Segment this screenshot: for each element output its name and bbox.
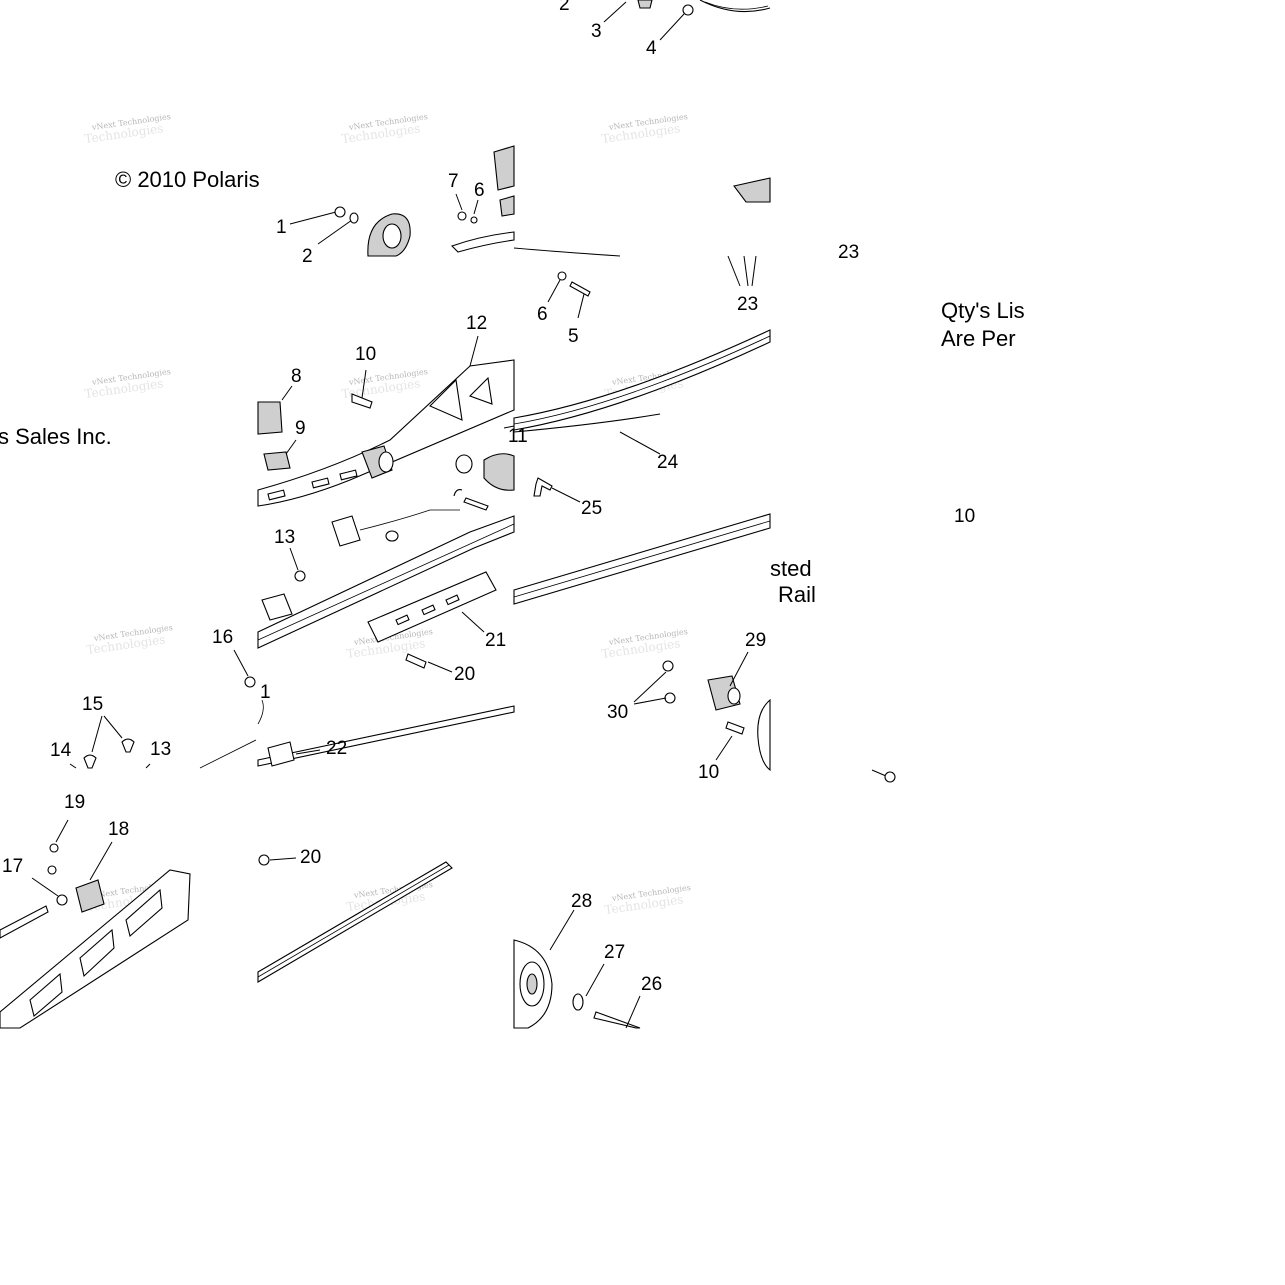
note-text: Qty's Lis	[941, 298, 1025, 323]
lower-rail-assembly	[257, 489, 515, 767]
callout-13: 13	[150, 739, 171, 760]
callout-9: 9	[295, 418, 306, 439]
note-text: Are Per	[941, 326, 1016, 351]
callout-26: 26	[641, 974, 662, 995]
copyright-text: © 2010 Polaris	[115, 167, 260, 192]
nut-part	[294, 570, 306, 582]
callout-25: 25	[581, 498, 602, 519]
axle-part	[593, 1011, 641, 1029]
callout-29: 29	[745, 630, 766, 651]
wheel-edge-part	[757, 698, 771, 772]
rear-rail-frame	[0, 819, 191, 1029]
callout-28: 28	[571, 891, 592, 912]
callout-2: 2	[559, 0, 570, 15]
note-text: sted	[770, 556, 812, 581]
nut-part	[244, 676, 256, 688]
nut-part	[49, 843, 59, 853]
callout-21: 21	[485, 630, 506, 651]
washer-part	[470, 216, 478, 224]
callout-1: 1	[276, 217, 287, 238]
callout-11: 11	[508, 426, 528, 447]
callout-18: 18	[108, 819, 129, 840]
washer-part	[572, 993, 584, 1011]
nut-part	[56, 894, 68, 906]
callout-27: 27	[604, 942, 625, 963]
callout-12: 12	[466, 313, 487, 334]
callout-4: 4	[646, 38, 657, 59]
rivet-part	[83, 754, 97, 769]
stray-fastener	[871, 769, 896, 783]
callout-22: 22	[326, 738, 347, 759]
left-lower-parts	[69, 649, 257, 769]
rivet-part	[121, 738, 135, 753]
callout-5: 5	[568, 326, 579, 347]
callout-16: 16	[212, 627, 233, 648]
callout-8: 8	[291, 366, 302, 387]
bolt-part	[725, 721, 745, 735]
callout-10: 10	[355, 344, 376, 365]
bracket-part	[331, 515, 361, 547]
bracket-part	[75, 879, 105, 913]
bushing-part	[267, 741, 295, 767]
skid-frame-top-parts	[289, 145, 515, 257]
idler-wheel-part	[483, 453, 515, 491]
nut-part	[557, 271, 567, 281]
note-text: Rail	[778, 582, 816, 607]
rail-24	[513, 255, 771, 503]
callout-23: 23	[838, 242, 859, 263]
block-part	[257, 401, 283, 435]
nut-part	[334, 206, 346, 218]
washer-part	[349, 212, 359, 224]
nut-part	[682, 4, 694, 16]
callout-1: 1	[260, 682, 271, 703]
callout-20: 20	[454, 664, 475, 685]
rail-frame-12	[257, 335, 515, 507]
copyright-text: s Sales Inc.	[0, 424, 112, 449]
callout-10: 10	[954, 506, 975, 527]
callout-2: 2	[302, 246, 313, 267]
nut-part	[457, 211, 467, 221]
top-fragment	[603, 0, 771, 41]
callout-17: 17	[2, 856, 23, 877]
nut-part	[664, 692, 676, 704]
callout-14: 14	[50, 740, 72, 761]
lower-slide-20	[257, 854, 453, 983]
callout-23: 23	[737, 294, 758, 315]
callout-24: 24	[657, 452, 679, 473]
idler-wheel-assembly	[513, 513, 771, 772]
callout-19: 19	[64, 792, 85, 813]
callout-13: 13	[274, 527, 295, 548]
bolt-part	[351, 393, 373, 409]
rail-end-top	[513, 177, 771, 257]
callout-30: 30	[607, 702, 628, 723]
nut-part	[884, 771, 896, 783]
nut-part	[662, 660, 674, 672]
callout-6: 6	[474, 180, 485, 201]
nut-part	[47, 865, 57, 875]
rail-slide-part	[513, 329, 771, 431]
callout-6: 6	[537, 304, 548, 325]
callout-15: 15	[82, 694, 103, 715]
nut-part	[258, 854, 270, 866]
wheel-28-assembly	[513, 909, 641, 1029]
slide-block-part	[263, 451, 291, 471]
callout-20: 20	[300, 847, 321, 868]
rivet-part	[533, 477, 553, 497]
callout-3: 3	[591, 21, 602, 42]
bolt-part	[405, 653, 427, 669]
bolt-part	[569, 281, 591, 297]
callout-10: 10	[698, 762, 719, 783]
axle-part	[0, 905, 49, 939]
callout-7: 7	[448, 171, 459, 192]
washer-part	[455, 454, 473, 474]
